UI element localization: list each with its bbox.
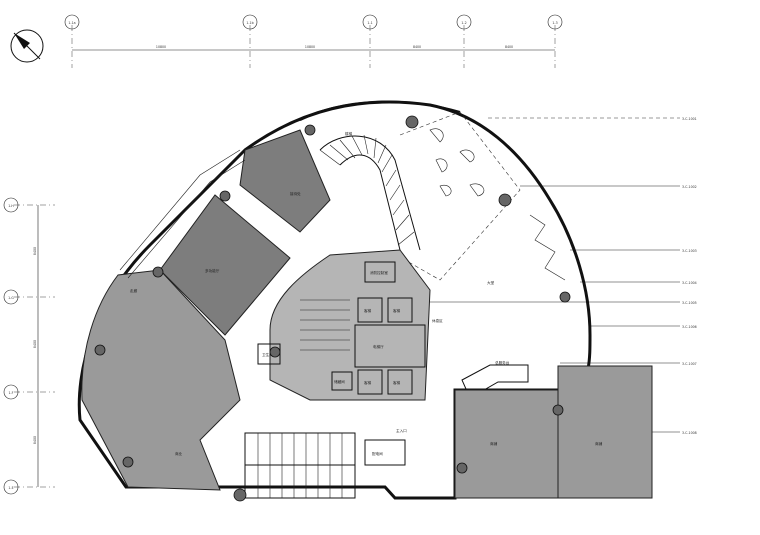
room-label: 大堂 (487, 280, 495, 285)
columns (94, 115, 571, 502)
tag-label: 3-C-1002 (682, 185, 697, 189)
tag-label: 3-C-1008 (682, 431, 697, 435)
room-label: 总服务台 (495, 360, 510, 365)
room-label: 电梯厅 (373, 344, 384, 349)
stair-bottom: 配电间 主入口 (244, 428, 407, 499)
north-arrow-icon (10, 29, 44, 63)
axis-label: 1-2 (461, 21, 466, 25)
tag-label: 3-C-1005 (682, 301, 697, 305)
office-top: 接待处 (239, 129, 331, 233)
tag-label: 3-C-1004 (682, 281, 697, 285)
room-label: 储藏间 (334, 379, 345, 384)
room-label: 多功能厅 (205, 268, 220, 273)
room-label: 卫生间 (262, 352, 273, 357)
sofa-group (429, 128, 485, 197)
room-label: 配电间 (372, 451, 383, 456)
room-label: 楼梯 (345, 131, 353, 136)
room-label: 商业 (175, 451, 183, 456)
glazing (529, 214, 566, 281)
room-label: 客梯 (393, 380, 401, 385)
room-label: 商铺 (595, 441, 603, 446)
lobby: 大堂 休息区 (399, 111, 521, 323)
room-label: 主入口 (396, 428, 407, 433)
axis-label: 1-F (8, 391, 13, 395)
room-label: 接待处 (290, 191, 301, 196)
axis-label: 1-G (8, 296, 14, 300)
top-grid: 1-1a 1-1b 1-1 1-2 1-3 10800 10800 8400 8… (64, 14, 563, 68)
axis-label: 1-H (8, 204, 14, 208)
room-label: 客梯 (364, 308, 372, 313)
stair-top: 楼梯 (319, 131, 421, 251)
shop-left: 商业 (81, 269, 241, 491)
dimension: 10800 (305, 45, 315, 49)
shop-right: 商铺 商铺 (454, 365, 653, 499)
room-label: 客梯 (393, 308, 401, 313)
axis-label: 1-E (8, 486, 13, 490)
room-label: 商铺 (490, 441, 498, 446)
tag-label: 3-C-1006 (682, 325, 697, 329)
room-label: 休息区 (432, 318, 443, 323)
room-label: 客梯 (364, 380, 372, 385)
dimension: 8400 (33, 436, 37, 444)
dimension: 10800 (156, 45, 166, 49)
axis-label: 1-1 (367, 21, 372, 25)
axis-label: 1-1a (68, 21, 75, 25)
dimension: 8400 (413, 45, 421, 49)
axis-label: 1-1b (246, 21, 253, 25)
room-label: 走廊 (130, 288, 138, 293)
left-grid: 1-H 1-G 1-F 1-E 8400 8400 8400 (3, 197, 55, 495)
tag-label: 3-C-1001 (682, 117, 697, 121)
core: 客梯 客梯 客梯 客梯 电梯厅 消防控制室 卫生间 储藏间 (257, 249, 431, 401)
dimension: 8400 (505, 45, 513, 49)
tag-label: 3-C-1007 (682, 362, 697, 366)
axis-label: 1-3 (552, 21, 557, 25)
dimension: 8400 (33, 340, 37, 348)
tag-label: 3-C-1003 (682, 249, 697, 253)
room-label: 消防控制室 (370, 270, 388, 275)
left-strip: 走廊 (119, 149, 246, 293)
dimension: 8400 (33, 247, 37, 255)
right-tags: 3-C-1001 3-C-1002 3-C-1003 3-C-1004 3-C-… (430, 117, 697, 435)
big-hall: 多功能厅 (159, 194, 291, 336)
